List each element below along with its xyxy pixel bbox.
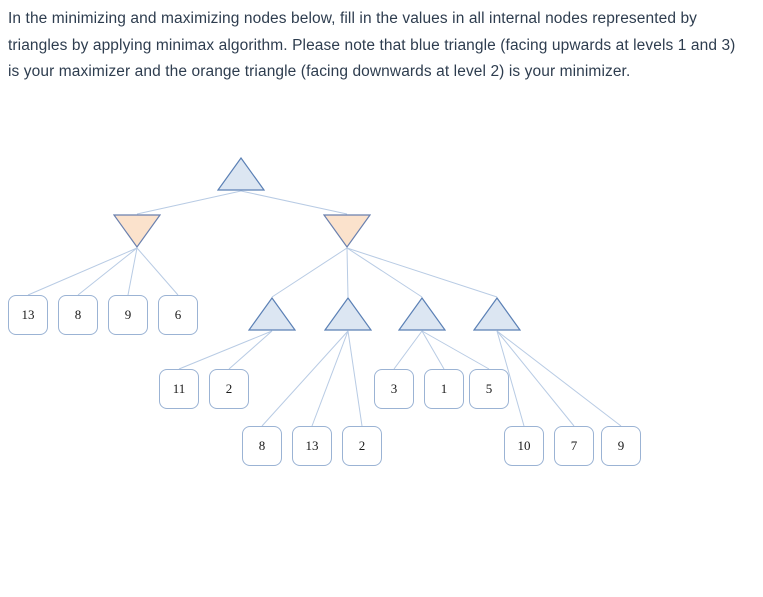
leaf-node-l4[interactable]: 6 [158, 295, 198, 335]
edge-min-right-to-max-d [346, 247, 498, 298]
edge-max-b-to-l7 [261, 330, 349, 427]
leaf-node-l10[interactable]: 3 [374, 369, 414, 409]
leaf-node-l1[interactable]: 13 [8, 295, 48, 335]
edge-max-c-to-l10 [393, 330, 423, 370]
leaf-node-l6[interactable]: 2 [209, 369, 249, 409]
edge-min-right-to-max-a [271, 247, 348, 298]
edge-max-c-to-l12 [421, 330, 490, 370]
leaf-node-l9[interactable]: 2 [342, 426, 382, 466]
edge-max-d-to-l13 [496, 330, 525, 427]
leaf-node-l14[interactable]: 7 [554, 426, 594, 466]
triangle-shape [217, 157, 265, 191]
leaf-node-l8[interactable]: 13 [292, 426, 332, 466]
triangle-shape [324, 297, 372, 331]
leaf-node-l3[interactable]: 9 [108, 295, 148, 335]
edge-max-b-to-l9 [347, 330, 363, 427]
leaf-node-l13[interactable]: 10 [504, 426, 544, 466]
edge-root-to-min-left [136, 190, 242, 215]
triangle-shape [323, 214, 371, 248]
edge-root-to-min-right [240, 190, 348, 215]
leaf-node-l7[interactable]: 8 [242, 426, 282, 466]
tree-edges-layer [27, 190, 622, 427]
edge-min-right-to-max-b [346, 247, 349, 298]
leaf-node-l5[interactable]: 11 [159, 369, 199, 409]
question-prompt: In the minimizing and maximizing nodes b… [8, 10, 736, 80]
edge-max-b-to-l8 [311, 330, 349, 427]
edge-min-left-to-l4 [136, 247, 179, 296]
edge-max-d-to-l14 [496, 330, 575, 427]
leaf-node-l11[interactable]: 1 [424, 369, 464, 409]
edge-min-left-to-l2 [77, 247, 138, 296]
triangle-shape [398, 297, 446, 331]
edge-min-right-to-max-c [346, 247, 423, 298]
edge-max-a-to-l5 [178, 330, 273, 370]
leaf-node-l12[interactable]: 5 [469, 369, 509, 409]
edge-max-a-to-l6 [228, 330, 273, 370]
triangle-shape [113, 214, 161, 248]
edge-min-left-to-l1 [27, 247, 138, 296]
leaf-node-l2[interactable]: 8 [58, 295, 98, 335]
leaf-node-l15[interactable]: 9 [601, 426, 641, 466]
triangle-shape [248, 297, 296, 331]
triangle-shape [473, 297, 521, 331]
edge-max-d-to-l15 [496, 330, 622, 427]
edge-min-left-to-l3 [127, 247, 138, 296]
edge-max-c-to-l11 [421, 330, 445, 370]
